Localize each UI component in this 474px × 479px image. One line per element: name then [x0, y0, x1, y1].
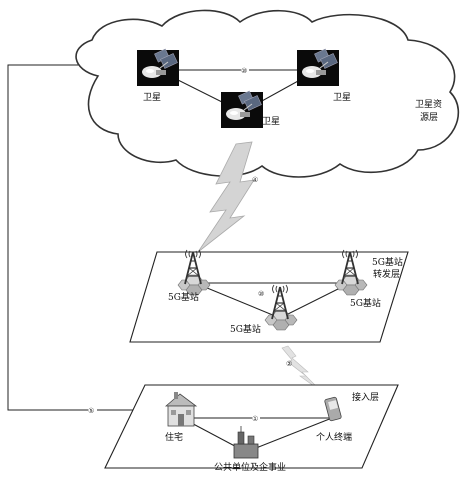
satellite-2-label: 卫星	[333, 92, 351, 103]
satellite-resource-cloud	[75, 9, 460, 178]
uplink-marker: ④	[252, 176, 258, 184]
sat-link-marker: ⑩	[241, 67, 247, 75]
uplink-lightning-icon	[197, 141, 255, 253]
feeder-marker: ⑤	[88, 407, 94, 415]
relay-link-marker: ⑩	[258, 290, 264, 298]
feeder-marker-bg	[88, 407, 97, 414]
access-link-marker-bg	[252, 415, 260, 422]
relay-layer-title-2: 转发层	[373, 268, 400, 280]
base-station-1-label: 5G基站	[168, 291, 199, 303]
base-station-3-label: 5G基站	[230, 323, 261, 335]
satellite-layer-title-2: 源层	[420, 112, 438, 123]
satellite-3-icon	[220, 90, 264, 129]
base-station-2-label: 5G基站	[350, 297, 381, 309]
satellite-1-label: 卫星	[143, 92, 161, 103]
house-icon	[164, 392, 198, 427]
feeder-link	[7, 64, 160, 411]
satellite-3-label: 卫星	[262, 116, 280, 127]
satellite-2-icon	[296, 48, 340, 87]
phone-label: 个人终端	[316, 431, 352, 443]
satellite-1-icon	[136, 48, 180, 87]
satellite-layer-title-1: 卫星资	[415, 99, 442, 110]
access-layer-title: 接入层	[352, 391, 379, 403]
building-label: 公共单位及企事业	[214, 461, 286, 473]
access-link-marker: ①	[252, 415, 258, 423]
downlink-marker: ②	[286, 360, 292, 368]
phone-icon	[324, 396, 342, 422]
relay-layer-title-1: 5G基站	[372, 256, 403, 268]
building-icon	[233, 426, 259, 459]
relay-link-marker-bg	[258, 290, 266, 297]
sat-link-marker-bg	[241, 67, 249, 74]
house-label: 住宅	[165, 431, 183, 443]
downlink-lightning-icon	[281, 345, 323, 393]
